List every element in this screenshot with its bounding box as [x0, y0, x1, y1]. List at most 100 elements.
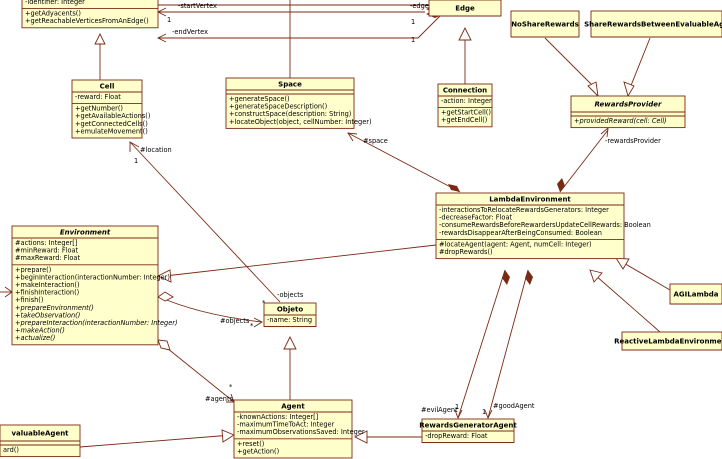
lambda-environment-attribute: -interactionsToRelocateRewardsGenerators… [439, 206, 609, 214]
class-lambda-environment[interactable]: LambdaEnvironment-interactionsToRelocate… [435, 192, 651, 260]
class-rewards-generator-agent[interactable]: RewardsGeneratorAgent-dropReward: Float [419, 418, 517, 444]
environment-operation: +makeAction() [15, 327, 65, 335]
lambda-to-provider [559, 129, 609, 193]
arrow-objeto [253, 317, 263, 328]
generalization-agi [615, 257, 630, 270]
class-evaluable-agent[interactable]: valuableAgent ard() [0, 424, 81, 458]
evaluable-agent-title: valuableAgent [11, 430, 69, 438]
label-agents: #agents [205, 395, 234, 403]
environment-operation: +prepareInteraction(interactionNumber: I… [15, 319, 178, 327]
objeto-title: Objeto [277, 306, 303, 314]
space-operation: +generateSpaceDescription() [229, 103, 327, 111]
class-connection[interactable]: Connection-action: Integer+getStartCell(… [437, 83, 493, 128]
class-no-share-rewards[interactable]: NoShareRewards [510, 10, 580, 38]
noshare-to-provider [544, 37, 596, 89]
label-star-objects2: * [250, 322, 254, 330]
class-vertex[interactable]: -identifier: Integer+getAdyacents()+getR… [21, 0, 159, 29]
cell-title: Cell [100, 83, 115, 91]
environment-operation: +finish() [15, 296, 43, 304]
label-location: #location [140, 146, 172, 154]
class-agi-lambda[interactable]: AGILambda [669, 283, 722, 305]
environment-operation: +takeObservation() [15, 311, 80, 319]
objeto-attribute: -name: String [267, 316, 312, 324]
environment-operation: +makeInteraction() [15, 281, 80, 289]
lambda-evil-agent [457, 269, 506, 419]
class-rewards-provider[interactable]: RewardsProvider +providedReward(cell: Cel… [570, 95, 686, 129]
vertex-operation: +getReachableVerticesFromAnEdge() [25, 17, 149, 25]
environment-title: Environment [60, 229, 111, 237]
agi-lambda-title: AGILambda [674, 291, 719, 299]
connection-operation: +getStartCell() [441, 109, 491, 117]
class-edge[interactable]: Edge [428, 0, 502, 17]
agi-to-lambda [621, 261, 671, 291]
class-reactive-lambda[interactable]: ReactiveLambdaEnvironment [614, 331, 722, 351]
agent-operation: +getAction() [237, 447, 279, 455]
class-environment[interactable]: Environment#actions: Integer[]#minReward… [11, 225, 178, 346]
environment-operation: +beginInteraction(interactionNumber: Int… [15, 273, 170, 281]
objeto-to-cell [129, 141, 281, 303]
vertex-box [21, 0, 159, 29]
reactive-lambda-title: ReactiveLambdaEnvironment [614, 338, 722, 346]
class-agent[interactable]: Agent -knownActions: Integer[]-maximumTim… [233, 399, 365, 459]
cell-operation: +emulateMovement() [75, 127, 148, 135]
environment-attribute: #maxReward: Float [15, 254, 80, 262]
space-operation: +locateObject(object, cellNumber: Intege… [229, 118, 372, 126]
lambda-environment-operation: #locateAgent(agent: Agent, numCell: Inte… [439, 240, 592, 248]
edge-title: Edge [455, 5, 475, 13]
generalization-reactive [589, 269, 603, 283]
generalization-agent-objeto [283, 335, 297, 350]
lambda-to-space [347, 132, 461, 193]
arrow-end-vertex [156, 33, 167, 43]
connector-labels: -startVertex -endVertex -edges 1 1 1 #lo… [134, 2, 661, 416]
environment-operation: +prepare() [15, 266, 51, 274]
label-one-location: 1 [134, 157, 138, 165]
lambda-environment-operation: #dropRewards() [439, 248, 493, 256]
environment-box [11, 225, 159, 346]
connection-title: Connection [443, 87, 487, 95]
no-share-rewards-box [510, 10, 580, 38]
generalization-lambda-env [156, 269, 172, 283]
no-share-rewards-title: NoShareRewards [511, 21, 579, 29]
arrow-location [129, 141, 140, 152]
label-star-agents: * [229, 383, 233, 391]
label-space: #space [363, 137, 388, 145]
cell-operation: +getNumber() [75, 105, 123, 113]
diamond-lambda-evil [502, 270, 510, 285]
label-one-b: 1 [411, 18, 415, 26]
cell-box [71, 79, 143, 139]
generalization-connection-edge [458, 26, 472, 41]
agent-attribute: -maximumObservationsSaved: Integer [237, 428, 365, 436]
label-one-a: 1 [167, 16, 171, 24]
rewards-provider-title: RewardsProvider [595, 101, 663, 109]
label-end-vertex: -endVertex [172, 28, 208, 36]
evaluable-agent-operation: ard() [3, 446, 19, 454]
agent-attribute: -maximumTimeToAct: Integer [237, 421, 335, 429]
agent-operation: +reset() [237, 440, 264, 448]
arrow-good [484, 409, 493, 420]
vertex-operation: +getAdyacents() [25, 10, 81, 18]
space-operation: +generateSpace() [229, 95, 290, 103]
lambda-good-agent [487, 269, 529, 419]
rewards-generator-agent-title: RewardsGeneratorAgent [419, 422, 517, 430]
connection-box [437, 83, 493, 128]
arrow-evil [454, 409, 463, 420]
agent-title: Agent [281, 403, 305, 411]
agent-attribute: -knownActions: Integer[] [237, 413, 318, 421]
class-space[interactable]: Space+generateSpace()+generateSpaceDescr… [225, 77, 372, 129]
label-start-vertex: -startVertex [178, 2, 217, 10]
cell-attribute: -reward: Float [75, 93, 121, 101]
class-objeto[interactable]: Objeto -name: String [263, 302, 317, 328]
rewards-provider-operation: +providedReward(cell: Cell) [574, 117, 667, 125]
label-rewards-provider: -rewardsProvider [605, 137, 661, 145]
connection-operation: +getEndCell() [441, 116, 487, 124]
generalization-rga-agent [353, 430, 368, 444]
share-to-provider [629, 37, 651, 89]
space-operation: +constructSpace(description: String) [229, 110, 351, 118]
lambda-to-environment [164, 244, 437, 277]
diamond-lambda-provider [557, 178, 565, 192]
lambda-environment-attribute: -rewardsDisappearAfterBeingConsumed: Boo… [439, 229, 602, 237]
realization-noshare [587, 81, 599, 98]
class-share-rewards[interactable]: ShareRewardsBetweenEvaluableAge [584, 10, 722, 38]
class-cell[interactable]: Cell-reward: Float+getNumber()+getAvaila… [71, 79, 150, 139]
